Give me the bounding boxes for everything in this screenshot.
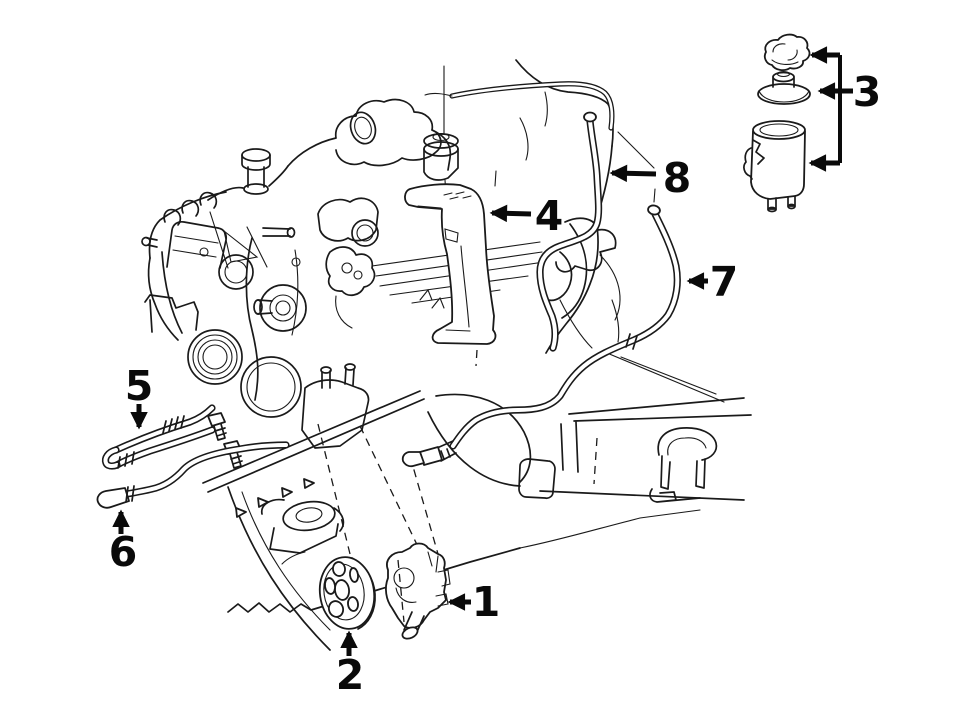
callout-6[interactable]: 6 (109, 509, 138, 576)
callouts: 1 2 3 4 5 6 7 (109, 46, 882, 699)
callout-7-number[interactable]: 7 (710, 258, 739, 306)
callout-6-number[interactable]: 6 (109, 528, 138, 576)
return-line-hose7 (401, 204, 681, 468)
callout-5-number[interactable]: 5 (125, 362, 154, 410)
callout-7[interactable]: 7 (686, 258, 739, 306)
callout-5[interactable]: 5 (125, 362, 154, 430)
reservoir-bracket (404, 183, 497, 367)
reservoir-assembly (743, 33, 811, 213)
callout-1-number[interactable]: 1 (472, 578, 501, 626)
power-steering-pump (385, 542, 451, 640)
callout-4[interactable]: 4 (489, 192, 564, 240)
callout-2-number[interactable]: 2 (336, 651, 365, 699)
supply-hose-hose8 (536, 111, 603, 352)
return-hose (96, 441, 290, 509)
callout-8-number[interactable]: 8 (663, 154, 692, 202)
callout-1[interactable]: 1 (447, 578, 501, 626)
engine-line-art (141, 59, 655, 651)
callout-4-number[interactable]: 4 (535, 192, 564, 240)
callout-3-number[interactable]: 3 (853, 68, 882, 116)
reservoir-cap (763, 33, 811, 72)
reservoir-tank (743, 120, 806, 213)
reservoir-seal (757, 70, 811, 105)
callout-3[interactable]: 3 (808, 46, 882, 172)
callout-8[interactable]: 8 (609, 154, 692, 203)
pump-pulley (318, 556, 376, 630)
frame-line-art (519, 352, 752, 549)
cooler-hose-assembly (101, 404, 243, 470)
callout-2[interactable]: 2 (336, 630, 365, 699)
